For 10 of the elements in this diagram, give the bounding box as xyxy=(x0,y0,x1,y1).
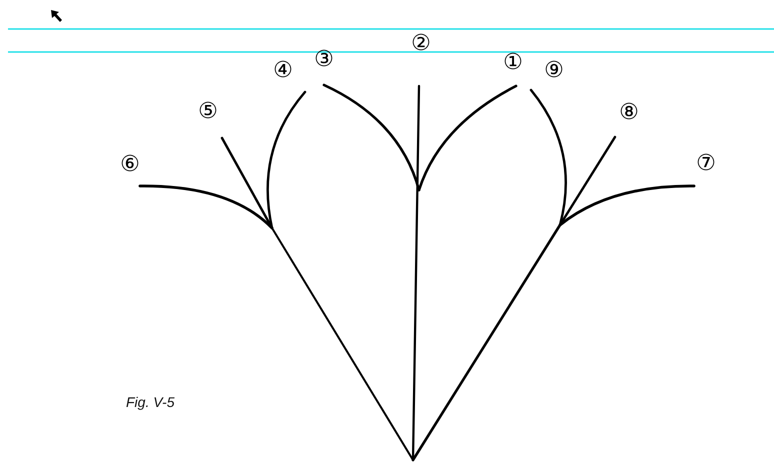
callout-number: ① xyxy=(503,52,523,74)
callout-number: ④ xyxy=(273,60,293,82)
callout-number: ③ xyxy=(314,49,334,71)
callout-number: ⑨ xyxy=(544,60,564,82)
callout-number: ⑦ xyxy=(696,153,716,175)
callout-number: ② xyxy=(411,33,431,55)
callout-number: ⑤ xyxy=(198,101,218,123)
callout-number: ⑧ xyxy=(619,102,639,124)
figure-caption: Fig. V-5 xyxy=(126,393,174,412)
callout-number: ⑥ xyxy=(120,154,140,176)
